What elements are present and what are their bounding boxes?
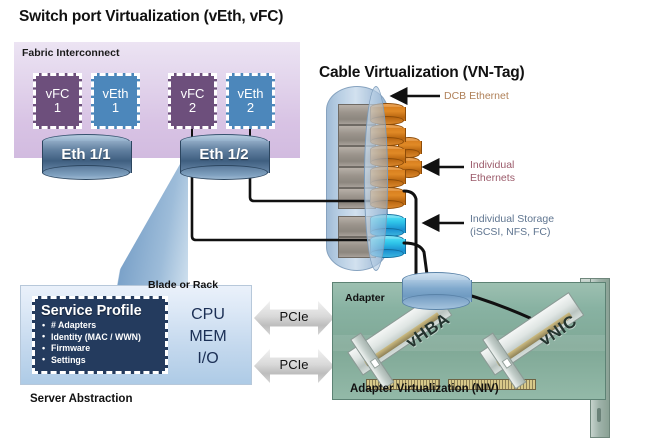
label-individual-storage: Individual Storage (iSCSI, NFS, FC) (470, 213, 554, 238)
vport-name: vFC (180, 85, 205, 101)
cylinder-bottom (180, 165, 268, 180)
service-profile-item: # Adapters (41, 320, 160, 332)
adapter-port-cylinder (402, 272, 472, 310)
fabric-interconnect-label: Fabric Interconnect (22, 47, 120, 59)
pcie-label: PCIe (279, 357, 309, 372)
eth-port-1-1[interactable]: Eth 1/1 (42, 134, 132, 180)
cable-sheath-front-face (364, 86, 388, 271)
label-dcb-ethernet: DCB Ethernet (444, 90, 509, 102)
server-resources: CPU MEM I/O (178, 304, 238, 370)
pcb-edge-connector (448, 379, 536, 390)
resource-io: I/O (197, 350, 219, 367)
eth-port-label: Eth 1/1 (61, 146, 111, 163)
server-abstraction-label: Server Abstraction (30, 393, 133, 405)
resource-cpu: CPU (191, 306, 225, 323)
vport-veth-1[interactable]: vEth 1 (91, 73, 140, 129)
bracket-port-slot (501, 357, 513, 369)
pcie-arrow-bottom: PCIe (254, 349, 334, 383)
vport-name: vEth (237, 85, 264, 101)
service-profile-item: Settings (41, 354, 160, 367)
service-profile-item: Firmware (41, 343, 160, 355)
service-profile-title: Service Profile (41, 303, 142, 319)
vport-vfc-1[interactable]: vFC 1 (33, 73, 82, 129)
cylinder-bottom (42, 165, 130, 180)
vport-index: 2 (188, 100, 197, 115)
label-line-2: (iSCSI, NFS, FC) (470, 225, 551, 238)
vport-index: 1 (53, 100, 62, 115)
adapter-label: Adapter (345, 292, 385, 304)
cable-virtualization-title: Cable Virtualization (VN-Tag) (319, 64, 525, 81)
pcie-arrow-top: PCIe (254, 301, 334, 335)
label-line-1: Individual (470, 159, 515, 171)
resource-mem: MEM (189, 328, 227, 345)
vport-name: vFC (45, 85, 70, 101)
bracket-port-slot (369, 357, 381, 369)
switch-port-virtualization-title: Switch port Virtualization (vEth, vFC) (19, 8, 284, 25)
label-line-2: Ethernets (470, 171, 515, 184)
service-profile-list: # Adapters Identity (MAC / WWN) Firmware… (41, 320, 160, 366)
eth-port-label: Eth 1/2 (199, 146, 249, 163)
pcie-label: PCIe (279, 309, 309, 324)
vport-veth-2[interactable]: vEth 2 (226, 73, 275, 129)
vport-index: 1 (111, 100, 120, 115)
label-individual-ethernets: Individual Ethernets (470, 159, 515, 184)
vport-vfc-2[interactable]: vFC 2 (168, 73, 217, 129)
cable-bundle (326, 86, 422, 271)
vport-index: 2 (246, 100, 255, 115)
adapter-virtualization-caption: Adapter Virtualization (NIV) (350, 383, 499, 395)
service-profile-item: Identity (MAC / WWN) (41, 331, 160, 344)
vport-name: vEth (102, 85, 129, 101)
eth-port-1-2[interactable]: Eth 1/2 (180, 134, 270, 180)
cylinder-bottom (402, 294, 470, 310)
service-profile-box[interactable]: Service Profile # Adapters Identity (MAC… (32, 296, 168, 374)
card-bracket-hole (597, 408, 601, 422)
pcb-edge-connector (366, 379, 440, 390)
label-line-1: Individual Storage (470, 213, 555, 225)
blade-or-rack-label: Blade or Rack (148, 279, 219, 291)
